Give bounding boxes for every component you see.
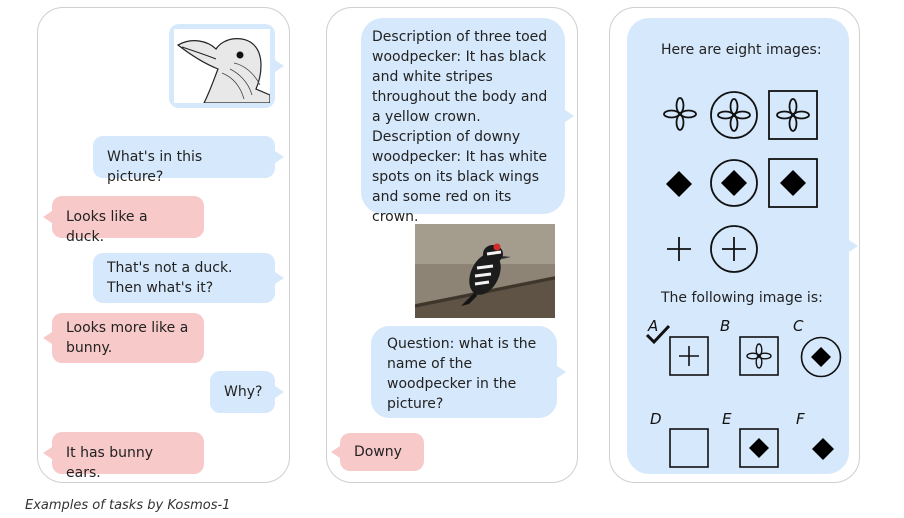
circled-plus-symbol bbox=[710, 225, 758, 273]
assistant-message: It has bunny ears. bbox=[43, 432, 204, 481]
assistant-message: Downy bbox=[331, 433, 424, 471]
boxed-flower-symbol bbox=[768, 90, 818, 140]
option-label-f: F bbox=[796, 410, 805, 428]
option-label-e: E bbox=[722, 410, 732, 428]
diamond-symbol bbox=[666, 171, 692, 197]
circled-flower-symbol bbox=[710, 91, 758, 139]
assistant-message: Looks like a duck. bbox=[43, 196, 204, 245]
chat-panel-raven-puzzle: Here are eight images: bbox=[609, 7, 860, 483]
puzzle-header: Here are eight images: bbox=[661, 42, 822, 58]
figure-caption: Examples of tasks by Kosmos-1 bbox=[25, 498, 231, 513]
option-label-b: B bbox=[720, 317, 731, 335]
woodpecker-photo bbox=[415, 224, 555, 318]
option-f-diamond[interactable] bbox=[810, 436, 836, 462]
boxed-diamond-symbol bbox=[768, 158, 818, 208]
option-b-boxed-flower[interactable] bbox=[739, 336, 779, 376]
puzzle-message-bubble: Here are eight images: bbox=[627, 18, 858, 474]
chat-panel-duck-rabbit: What's in this picture? Looks like a duc… bbox=[37, 7, 290, 483]
option-a-boxed-plus[interactable] bbox=[669, 336, 709, 376]
answer-prompt: The following image is: bbox=[661, 290, 823, 306]
image-message-bubble bbox=[169, 24, 284, 108]
option-label-d: D bbox=[650, 410, 662, 428]
checkmark-icon bbox=[645, 324, 671, 345]
option-d-empty-box[interactable] bbox=[669, 428, 709, 468]
question-message: Question: what is the name of the woodpe… bbox=[371, 326, 566, 418]
plus-symbol bbox=[667, 237, 691, 261]
option-c-circled-diamond[interactable] bbox=[800, 336, 842, 378]
context-message: Description of three toed woodpecker: It… bbox=[361, 18, 574, 225]
assistant-message: Looks more like a bunny. bbox=[43, 313, 204, 363]
circled-diamond-symbol bbox=[710, 159, 758, 207]
option-label-c: C bbox=[793, 317, 804, 335]
user-message: That's not a duck. Then what's it? bbox=[93, 253, 284, 303]
flower-symbol bbox=[663, 97, 697, 131]
option-label-a: A bbox=[648, 317, 659, 335]
chat-panel-woodpecker: Description of three toed woodpecker: It… bbox=[326, 7, 578, 483]
option-e-boxed-diamond[interactable] bbox=[739, 428, 779, 468]
user-message: What's in this picture? bbox=[93, 136, 284, 185]
user-message: Why? bbox=[210, 371, 284, 413]
duck-rabbit-image bbox=[174, 29, 270, 103]
